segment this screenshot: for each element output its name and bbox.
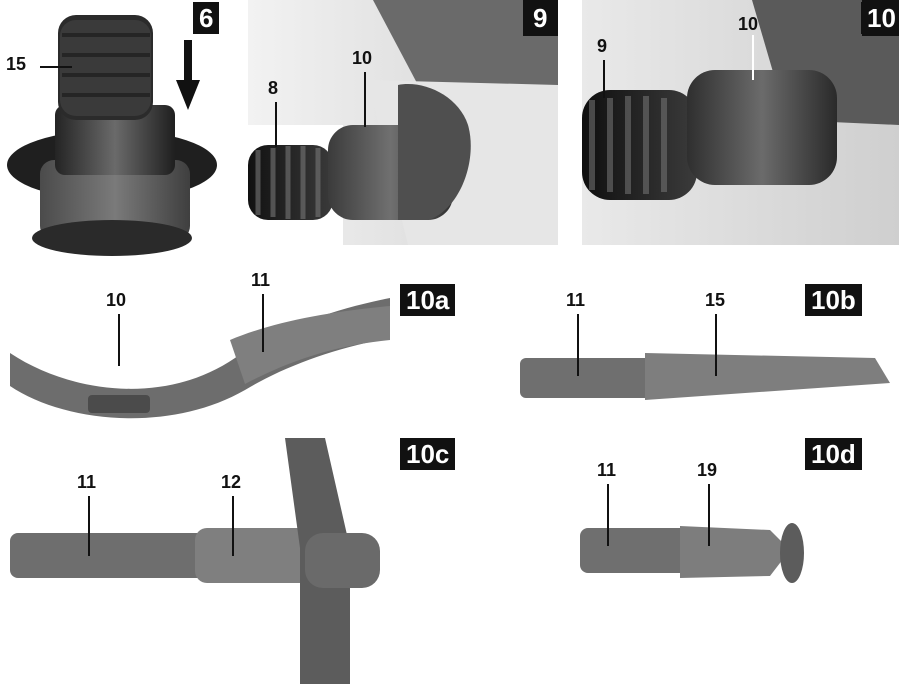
figure-10d-callout-11: 11 xyxy=(597,460,617,480)
figure-10-leader-10 xyxy=(752,35,754,80)
figure-10c-callout-11: 11 xyxy=(77,472,97,492)
figure-10a-leader-11 xyxy=(262,294,264,352)
figure-10b-callout-11: 11 xyxy=(566,290,586,310)
figure-10b-illustration xyxy=(505,268,899,428)
figure-10d-badge: 10d xyxy=(805,438,862,470)
figure-10c-leader-12 xyxy=(232,496,234,556)
figure-9-panel: 9 8 10 xyxy=(248,0,558,245)
figure-10-badge: 10 xyxy=(861,2,899,34)
figure-9-callout-8: 8 xyxy=(268,78,279,98)
figure-10a-badge: 10a xyxy=(400,284,455,316)
figure-10-callout-9: 9 xyxy=(597,36,608,56)
figure-10d-leader-19 xyxy=(708,484,710,546)
figure-10b-badge: 10b xyxy=(805,284,862,316)
figure-10b-panel: 10b 11 15 xyxy=(505,268,899,428)
figure-6-panel: 6 15 xyxy=(0,0,225,262)
figure-10d-leader-11 xyxy=(607,484,609,546)
figure-9-callout-10: 10 xyxy=(352,48,373,68)
figure-6-leader-15 xyxy=(40,66,72,68)
figure-10a-leader-10 xyxy=(118,314,120,366)
figure-10b-leader-15 xyxy=(715,314,717,376)
figure-9-badge: 9 xyxy=(527,2,554,34)
figure-10c-badge: 10c xyxy=(400,438,455,470)
figure-9-illustration xyxy=(248,0,558,245)
figure-10c-illustration xyxy=(0,438,455,684)
figure-9-leader-8 xyxy=(275,102,277,147)
figure-10b-leader-11 xyxy=(577,314,579,376)
figure-10-illustration xyxy=(582,0,899,245)
figure-10a-illustration xyxy=(0,268,455,428)
figure-10a-callout-11: 11 xyxy=(251,270,271,290)
figure-10a-panel: 10a 10 11 xyxy=(0,268,455,428)
figure-9-leader-10 xyxy=(364,72,366,127)
figure-10a-callout-10: 10 xyxy=(106,290,127,310)
figure-6-illustration xyxy=(0,0,225,262)
figure-10d-panel: 10d 11 19 xyxy=(505,438,899,684)
figure-10-leader-9 xyxy=(603,60,605,98)
figure-10c-callout-12: 12 xyxy=(221,472,242,492)
figure-10c-panel: 10c 11 12 xyxy=(0,438,455,684)
figure-10b-callout-15: 15 xyxy=(705,290,726,310)
figure-6-callout-15: 15 xyxy=(6,54,27,74)
figure-6-badge: 6 xyxy=(193,2,220,34)
figure-10d-callout-19: 19 xyxy=(697,460,718,480)
figure-10-panel: 10 9 10 xyxy=(582,0,899,245)
figure-10-callout-10: 10 xyxy=(738,14,759,34)
figure-10c-leader-11 xyxy=(88,496,90,556)
figure-10d-illustration xyxy=(505,438,899,684)
